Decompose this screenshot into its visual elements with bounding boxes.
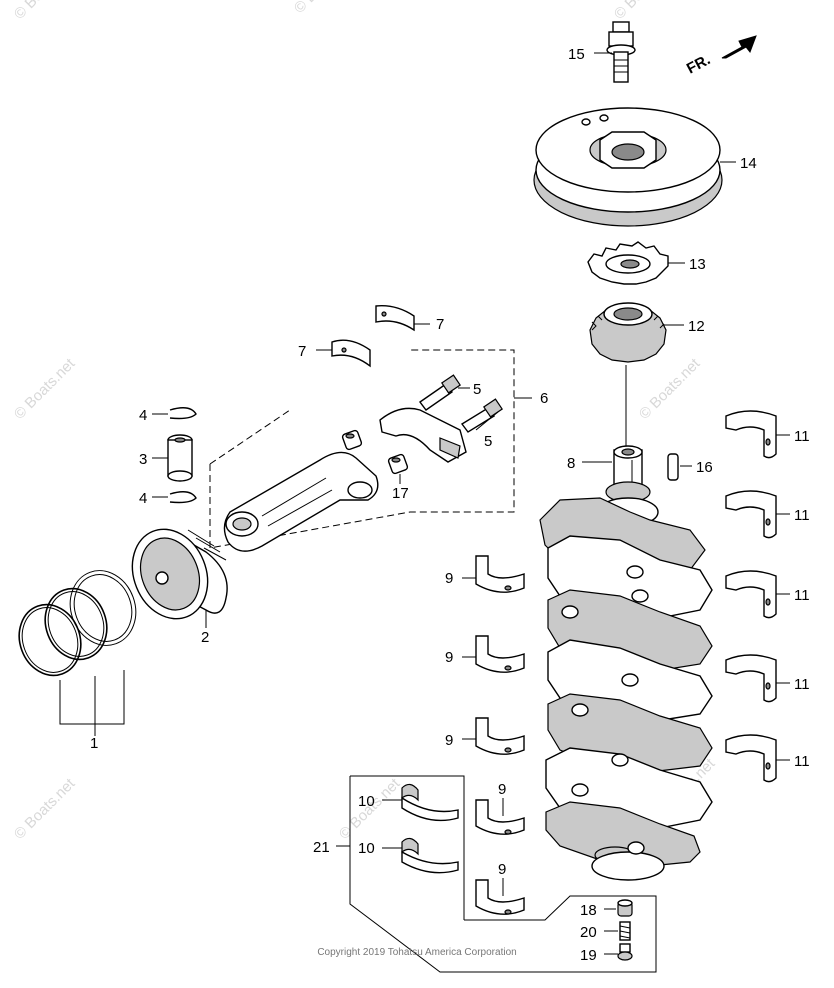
callout-4: 4 bbox=[139, 407, 147, 424]
callout-9: 9 bbox=[445, 649, 453, 666]
arrow-right-icon bbox=[721, 35, 757, 59]
callout-19: 19 bbox=[580, 947, 597, 964]
callout-3: 3 bbox=[139, 451, 147, 468]
part-18-20-19-small-parts bbox=[604, 899, 633, 961]
part-16-key bbox=[667, 453, 692, 481]
callout-9: 9 bbox=[445, 570, 453, 587]
watermark-text: © Boats.net bbox=[11, 775, 79, 843]
callout-labels: 1 2 3 4 4 5 5 6 7 7 8 9 9 9 9 9 10 10 11… bbox=[90, 46, 810, 964]
watermark-text: © Boats.net bbox=[611, 0, 679, 23]
part-6-bracket bbox=[209, 349, 515, 549]
callout-5: 5 bbox=[473, 381, 481, 398]
callout-9: 9 bbox=[445, 732, 453, 749]
watermark-text: © Boats.net bbox=[636, 355, 704, 423]
callout-12: 12 bbox=[688, 318, 705, 335]
callout-11: 11 bbox=[794, 587, 810, 604]
part-3-piston-pin bbox=[152, 434, 193, 482]
callout-9: 9 bbox=[498, 781, 506, 798]
part-4-circlips bbox=[152, 407, 197, 504]
part-5-bolts bbox=[419, 374, 503, 433]
callout-17: 17 bbox=[392, 485, 409, 502]
part-7-rod-bearings bbox=[316, 305, 430, 368]
part-10-thrust-washers bbox=[382, 783, 459, 874]
callout-11: 11 bbox=[794, 676, 810, 693]
part-12-gear bbox=[589, 302, 684, 363]
part-11-bearings bbox=[725, 410, 790, 783]
part-13-sprocket bbox=[587, 241, 685, 285]
callout-4: 4 bbox=[139, 490, 147, 507]
part-8-crankshaft bbox=[539, 445, 713, 881]
callout-10: 10 bbox=[358, 840, 375, 857]
part-1-piston-rings bbox=[18, 570, 137, 736]
callout-5: 5 bbox=[484, 433, 492, 450]
direction-label: FR. bbox=[684, 51, 713, 77]
callout-2: 2 bbox=[201, 629, 209, 646]
part-17-dowels bbox=[341, 429, 409, 484]
callout-14: 14 bbox=[740, 155, 757, 172]
callout-15: 15 bbox=[568, 46, 585, 63]
part-6-bracket-top bbox=[209, 409, 291, 465]
watermark-text: © Boats.net bbox=[11, 0, 79, 23]
watermark-text: © Boats.net bbox=[11, 355, 79, 423]
part-15-bolt bbox=[594, 21, 636, 83]
callout-20: 20 bbox=[580, 924, 597, 941]
part-2-piston bbox=[131, 528, 228, 628]
callout-11: 11 bbox=[794, 507, 810, 524]
part-9-bearings bbox=[462, 555, 525, 915]
watermark-text: © Boats.net bbox=[291, 0, 359, 17]
part-21-bracket bbox=[350, 775, 465, 920]
part-21-bracket-lower bbox=[349, 776, 657, 973]
callout-8: 8 bbox=[567, 455, 575, 472]
callout-11: 11 bbox=[794, 753, 810, 770]
callout-10: 10 bbox=[358, 793, 375, 810]
connecting-rod-cap bbox=[379, 407, 467, 463]
callout-13: 13 bbox=[689, 256, 706, 273]
callout-7: 7 bbox=[298, 343, 306, 360]
copyright-notice: Copyright 2019 Tohatsu America Corporati… bbox=[317, 947, 516, 958]
callout-18: 18 bbox=[580, 902, 597, 919]
callout-16: 16 bbox=[696, 459, 713, 476]
front-direction-indicator: FR. bbox=[684, 35, 757, 78]
callout-7: 7 bbox=[436, 316, 444, 333]
part-14-pulley bbox=[533, 107, 736, 227]
callout-9: 9 bbox=[498, 861, 506, 878]
connecting-rod bbox=[223, 451, 379, 552]
callout-1: 1 bbox=[90, 735, 98, 752]
callout-11: 11 bbox=[794, 428, 810, 445]
callout-6: 6 bbox=[540, 390, 548, 407]
callout-21: 21 bbox=[313, 839, 330, 856]
